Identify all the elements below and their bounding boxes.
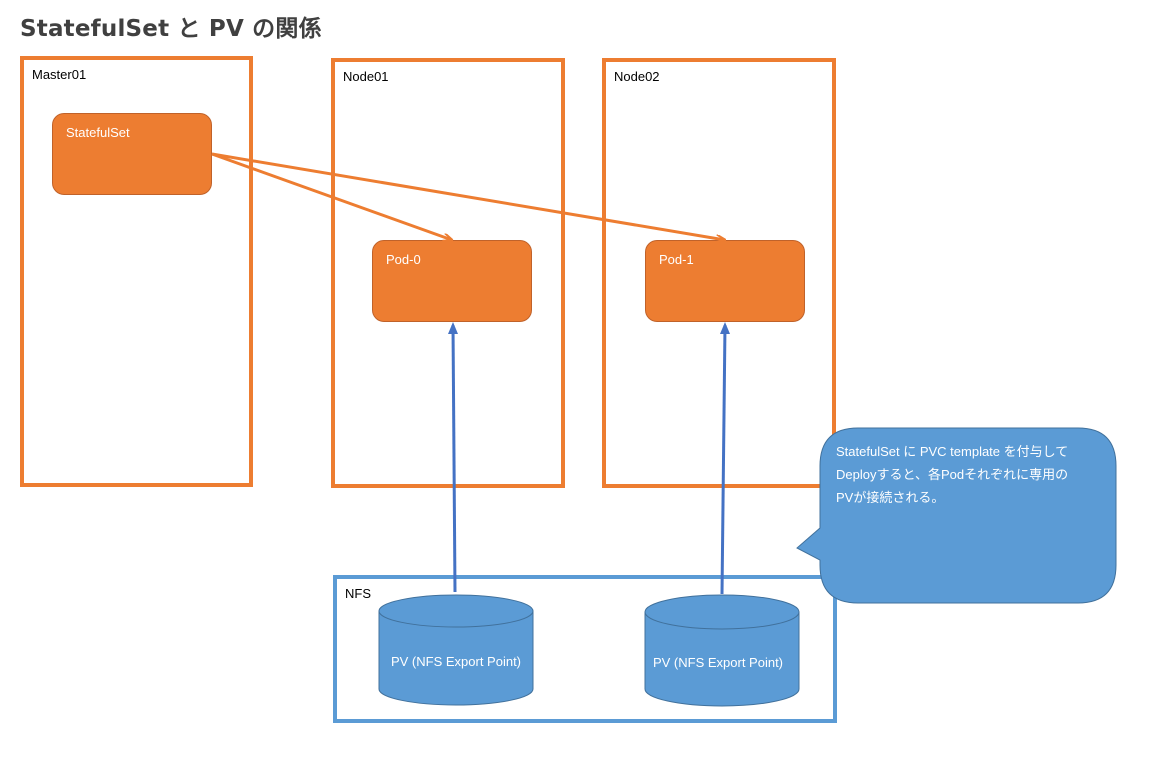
arrow-pv-to-pod-1 [720, 324, 727, 595]
pv-left-label: PV (NFS Export Point) [390, 654, 522, 669]
master01-box: Master01 [20, 56, 253, 487]
arrow-statefulset-to-pod-1 [211, 152, 725, 240]
nfs-label: NFS [345, 586, 371, 601]
page-title: StatefulSet と PV の関係 [20, 16, 322, 42]
statefulset-shape: StatefulSet [52, 113, 212, 195]
node01-box: Node01 [331, 58, 565, 488]
master01-label: Master01 [32, 67, 87, 82]
callout-bubble [796, 427, 1117, 604]
pod-1-label: Pod-1 [659, 252, 694, 267]
arrowhead-pod-0 [448, 322, 458, 334]
pv-right-cylinder [644, 594, 800, 707]
node02-label: Node02 [614, 69, 660, 84]
pod-0-shape: Pod-0 [372, 240, 532, 322]
callout-line-3: PVが接続される。 [836, 490, 945, 505]
callout-text: StatefulSet に PVC template を付与して Deployす… [836, 440, 1106, 509]
pv-left-cylinder [378, 594, 534, 706]
arrow-statefulset-to-pod-0 [211, 152, 452, 240]
callout-line-1: StatefulSet に PVC template を付与して [836, 444, 1069, 459]
statefulset-label: StatefulSet [66, 125, 130, 140]
pv-right-label: PV (NFS Export Point) [652, 655, 784, 670]
callout-line-2: Deployすると、各Podそれぞれに専用の [836, 467, 1069, 482]
nfs-box: NFS [333, 575, 837, 723]
node02-box: Node02 [602, 58, 836, 488]
pod-0-label: Pod-0 [386, 252, 421, 267]
node01-label: Node01 [343, 69, 389, 84]
arrowhead-pod-1 [720, 322, 730, 334]
arrow-pv-to-pod-0 [451, 324, 457, 593]
